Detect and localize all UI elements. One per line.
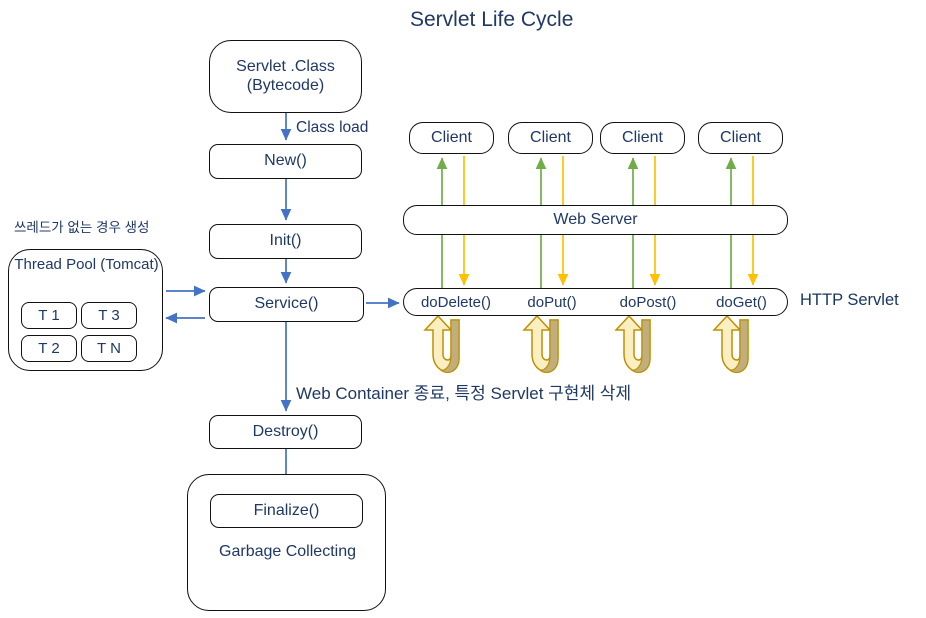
thread-cell-n[interactable]: T N	[81, 335, 137, 362]
thread-cell-3[interactable]: T 3	[81, 302, 137, 329]
node-init[interactable]: Init()	[209, 224, 362, 259]
thread-pool-title-line1: Thread Pool	[14, 256, 97, 273]
node-garbage-collector[interactable]: Finalize() Garbage Collecting	[187, 474, 386, 611]
thread-cell-2[interactable]: T 2	[21, 335, 77, 362]
http-servlet-label: HTTP Servlet	[800, 291, 899, 309]
loop-arrows	[423, 314, 749, 374]
node-thread-pool[interactable]: Thread Pool (Tomcat) T 1 T 3 T 2 T N	[8, 249, 163, 371]
node-new[interactable]: New()	[209, 144, 362, 179]
node-service[interactable]: Service()	[209, 287, 364, 322]
node-client-2[interactable]: Client	[508, 122, 593, 154]
servlet-class-line2: (Bytecode)	[246, 76, 325, 94]
method-doput[interactable]: doPut()	[527, 294, 577, 312]
garbage-collecting-label: Garbage Collecting	[219, 543, 356, 560]
node-destroy[interactable]: Destroy()	[209, 415, 362, 449]
thread-cell-1[interactable]: T 1	[21, 302, 77, 329]
method-dopost[interactable]: doPost()	[619, 294, 677, 312]
class-load-label: Class load	[296, 119, 369, 136]
node-client-4[interactable]: Client	[698, 122, 783, 154]
thread-pool-note: 쓰레드가 없는 경우 생성	[14, 220, 150, 235]
page-title: Servlet Life Cycle	[410, 8, 574, 31]
thread-pool-title: Thread Pool (Tomcat)	[9, 256, 164, 273]
node-web-server[interactable]: Web Server	[403, 205, 788, 235]
thread-pool-title-line2: (Tomcat)	[100, 256, 159, 273]
node-client-1[interactable]: Client	[409, 122, 494, 154]
node-http-servlet[interactable]: doDelete() doPut() doPost() doGet()	[403, 288, 788, 316]
node-servlet-class[interactable]: Servlet .Class (Bytecode)	[209, 40, 362, 113]
servlet-class-line1: Servlet .Class	[236, 57, 335, 75]
web-container-note: Web Container 종료, 특정 Servlet 구현체 삭제	[296, 384, 632, 403]
node-finalize[interactable]: Finalize()	[210, 494, 363, 528]
node-client-3[interactable]: Client	[600, 122, 685, 154]
method-dodelete[interactable]: doDelete()	[420, 294, 492, 312]
method-doget[interactable]: doGet()	[716, 294, 767, 312]
